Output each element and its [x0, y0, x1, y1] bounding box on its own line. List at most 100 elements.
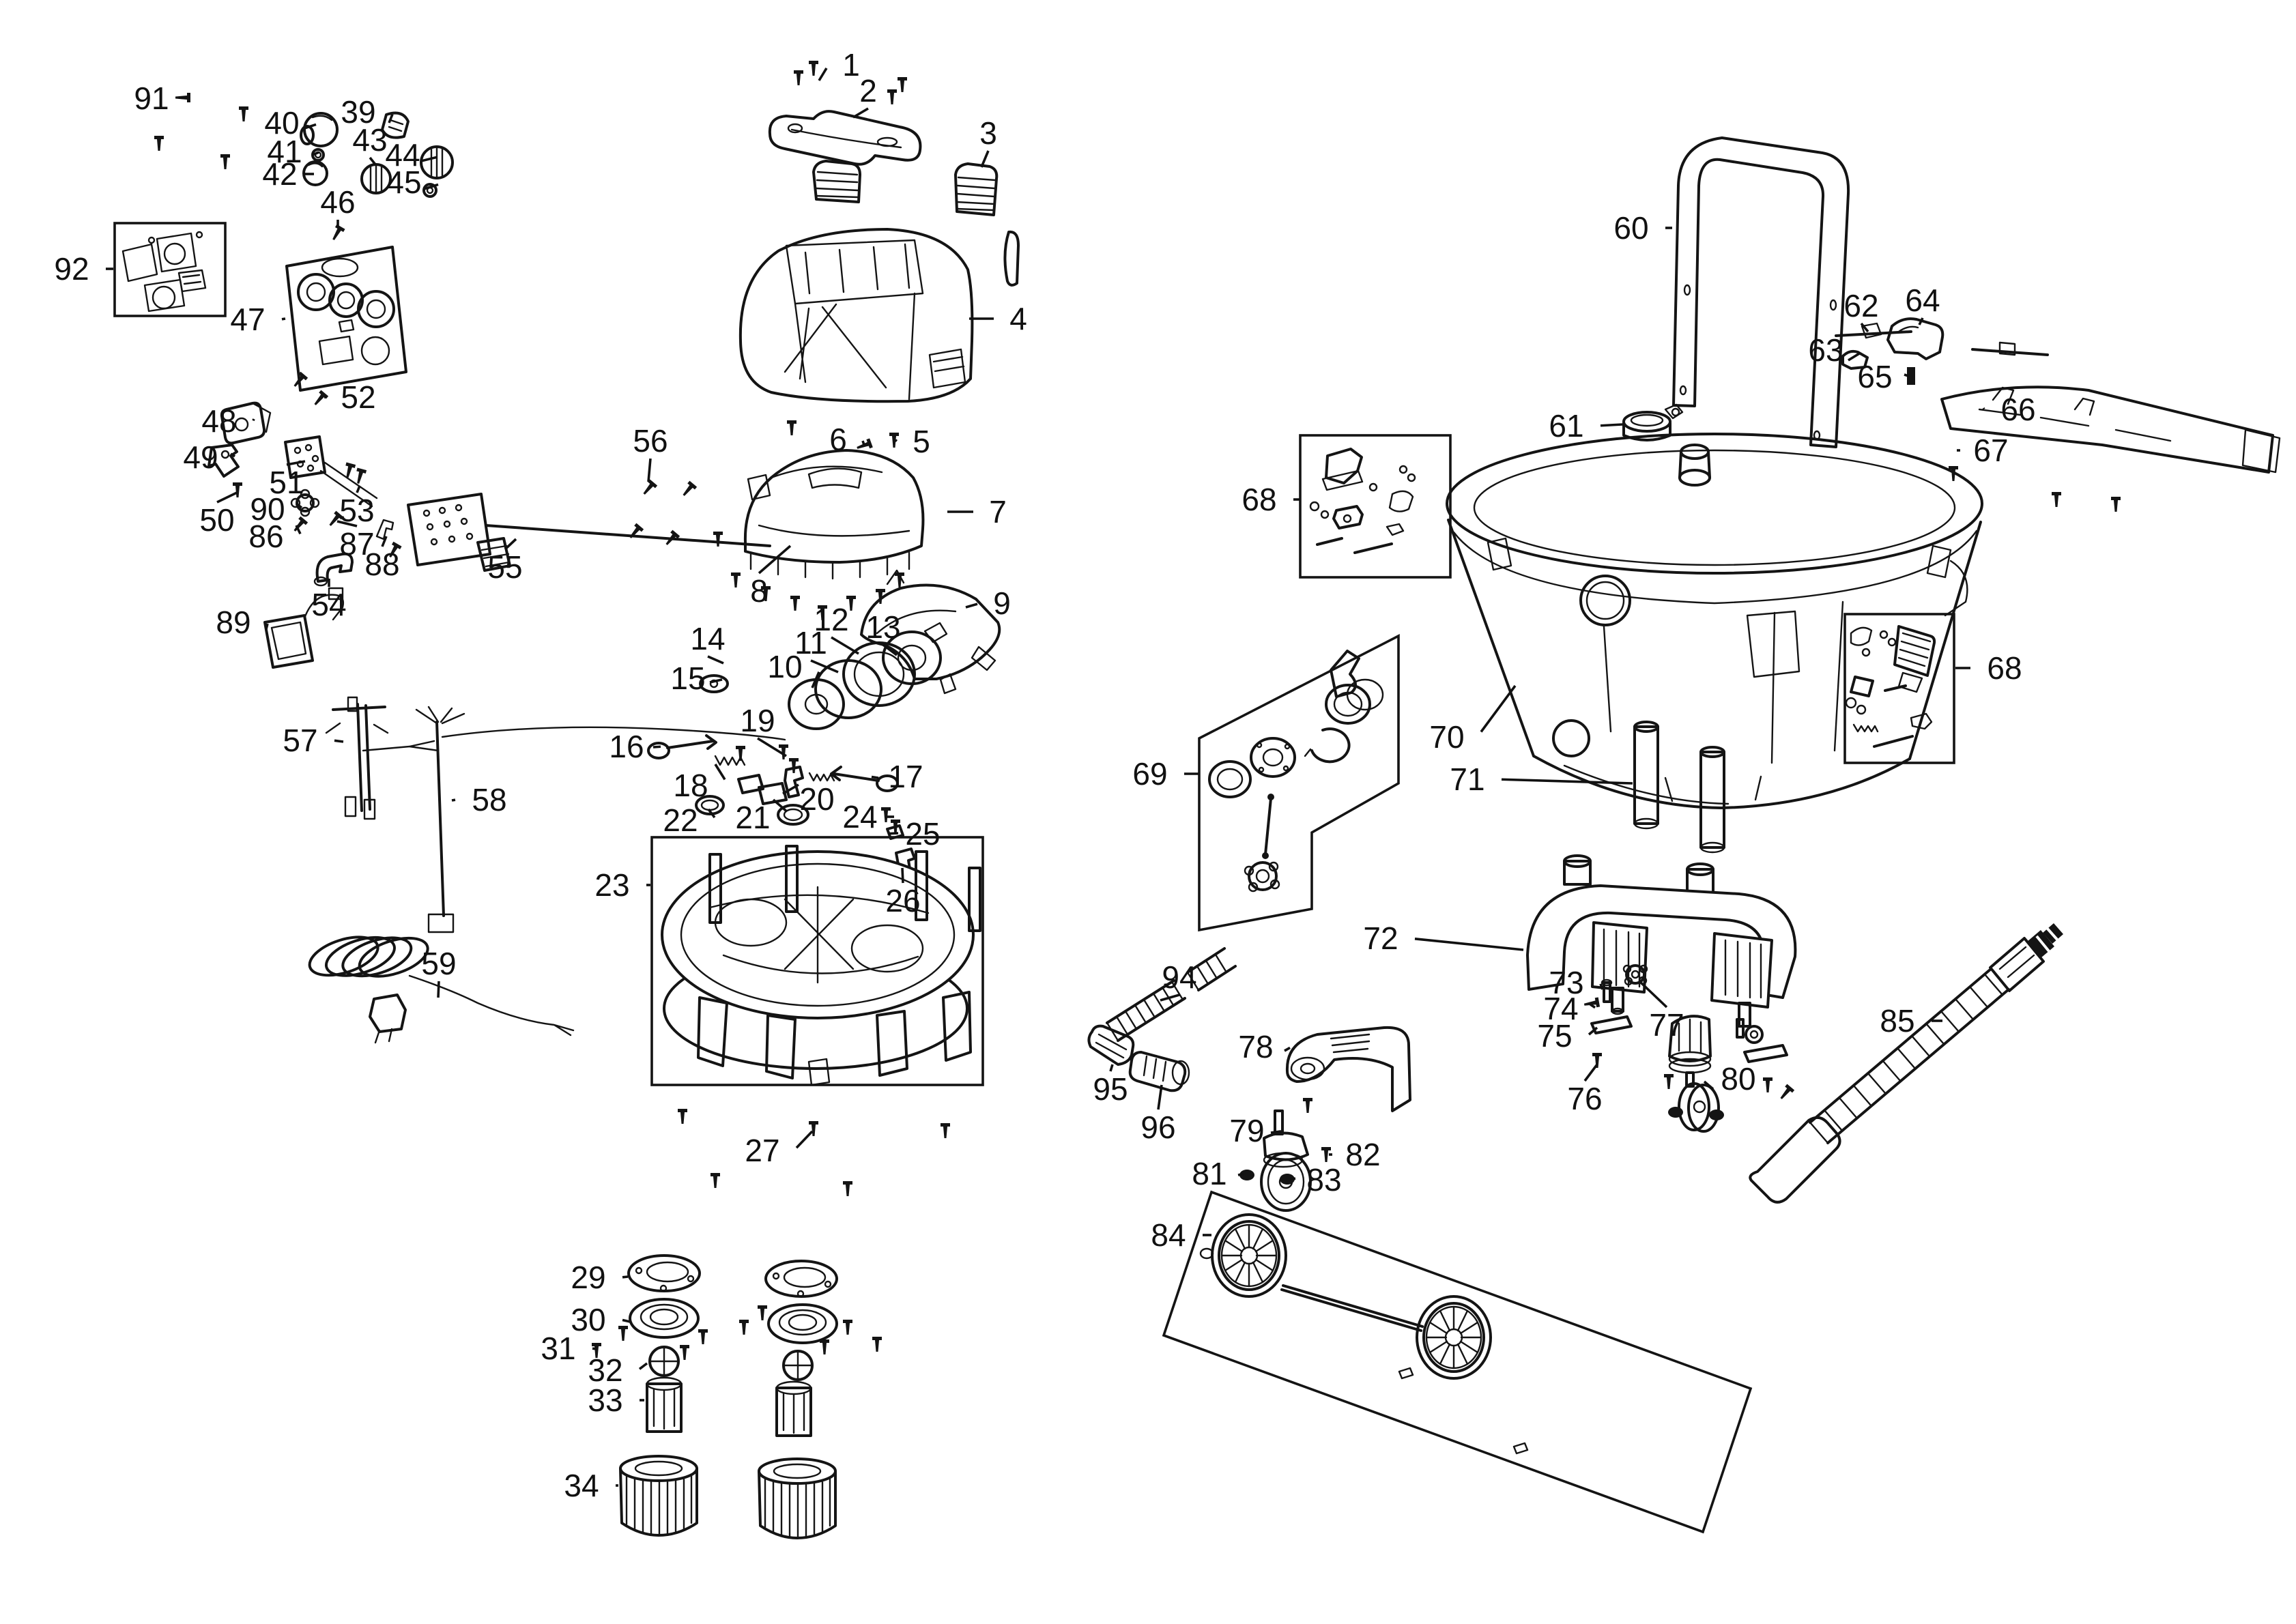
- kit-92-parts: [121, 231, 207, 313]
- leader-line: [758, 545, 792, 575]
- part-label-75: 75: [1537, 1018, 1572, 1054]
- part-label-32: 32: [588, 1352, 622, 1388]
- leader-line: [1414, 938, 1524, 951]
- leader-line: [1904, 373, 1910, 378]
- leader-line: [1588, 1026, 1598, 1036]
- caster-front: [1260, 1026, 1411, 1212]
- kit-23: [650, 836, 984, 1086]
- kit-68-left-parts: [1309, 448, 1416, 554]
- part-label-5: 5: [913, 424, 930, 459]
- leader-line: [709, 678, 723, 684]
- leader-line: [647, 458, 652, 482]
- screw-icon: [640, 479, 658, 497]
- part-label-50: 50: [199, 502, 234, 538]
- part-label-70: 70: [1429, 719, 1464, 755]
- leader-line: [1237, 1172, 1244, 1176]
- nut-icon: [1280, 1174, 1295, 1185]
- parts-artwork: [121, 110, 2281, 1539]
- leader-line: [714, 764, 726, 781]
- screw-icon: [758, 1305, 767, 1320]
- leader-line: [1599, 983, 1604, 990]
- leader-line: [1918, 317, 1924, 325]
- part-label-62: 62: [1843, 288, 1878, 323]
- top-cover: [738, 228, 974, 403]
- screw-icon: [736, 746, 745, 761]
- screw-icon: [1664, 1074, 1674, 1089]
- screw-icon: [1777, 1084, 1795, 1102]
- leader-line: [592, 1347, 597, 1350]
- part-label-61: 61: [1549, 408, 1583, 444]
- part-label-9: 9: [993, 585, 1011, 621]
- part-label-23: 23: [594, 867, 629, 903]
- filter-stack-left: [619, 1254, 701, 1537]
- leader-line: [312, 151, 319, 156]
- screw-icon: [711, 1173, 720, 1188]
- part-label-7: 7: [989, 494, 1007, 530]
- part-label-83: 83: [1306, 1162, 1341, 1198]
- leader-line: [652, 745, 661, 749]
- screw-icon: [739, 1320, 749, 1335]
- screw-icon: [790, 596, 800, 611]
- part-label-20: 20: [799, 781, 834, 817]
- leader-line: [1982, 407, 1985, 410]
- part-label-14: 14: [690, 621, 725, 656]
- screw-icon: [820, 1339, 829, 1354]
- leader-line: [295, 525, 302, 535]
- part-label-24: 24: [842, 799, 877, 835]
- part-label-29: 29: [571, 1260, 605, 1295]
- screw-icon: [881, 807, 891, 822]
- part-label-52: 52: [341, 379, 375, 415]
- part-label-51: 51: [269, 465, 304, 500]
- part-label-73: 73: [1549, 965, 1583, 1000]
- caster-support: [1526, 854, 1797, 1063]
- part-label-86: 86: [248, 519, 283, 554]
- leader-line: [420, 156, 437, 162]
- leader-line: [795, 1130, 814, 1149]
- leader-line: [707, 808, 716, 819]
- leader-line: [810, 659, 839, 673]
- part-label-39: 39: [341, 94, 375, 130]
- part-label-42: 42: [262, 156, 297, 192]
- screw-icon: [941, 1123, 950, 1138]
- part-label-8: 8: [750, 573, 768, 609]
- leader-line: [1109, 1064, 1114, 1072]
- screw-icon: [787, 420, 797, 435]
- screw-icon: [678, 1109, 687, 1124]
- part-label-84: 84: [1151, 1217, 1186, 1253]
- part-label-96: 96: [1140, 1110, 1175, 1145]
- part-label-85: 85: [1880, 1003, 1914, 1039]
- leader-line: [861, 440, 865, 446]
- part-label-81: 81: [1192, 1156, 1226, 1191]
- leader-line: [1160, 994, 1180, 1002]
- leader-line: [782, 783, 799, 795]
- caster-rear: [1668, 1015, 1720, 1133]
- leader-line: [369, 156, 377, 166]
- leader-line: [334, 739, 344, 743]
- screw-icon: [789, 758, 799, 773]
- part-label-59: 59: [421, 946, 456, 981]
- part-label-65: 65: [1857, 359, 1892, 394]
- wheel-kit: [1199, 1213, 1529, 1455]
- leader-line: [423, 183, 439, 190]
- part-label-10: 10: [767, 649, 802, 684]
- part-label-72: 72: [1363, 920, 1398, 956]
- part-label-3: 3: [979, 115, 997, 151]
- leader-line: [1284, 1046, 1291, 1052]
- leader-line: [882, 643, 898, 656]
- control-panel: [285, 246, 407, 392]
- leader-line: [286, 460, 306, 466]
- part-label-56: 56: [633, 423, 668, 459]
- screw-icon: [731, 572, 741, 588]
- leader-line: [638, 1362, 648, 1370]
- part-label-74: 74: [1543, 991, 1578, 1026]
- screw-icon: [887, 89, 897, 104]
- part-label-58: 58: [472, 782, 506, 817]
- screw-icon: [809, 61, 818, 76]
- screw-icon: [843, 1320, 852, 1335]
- part-label-79: 79: [1229, 1113, 1264, 1148]
- part-label-33: 33: [588, 1382, 622, 1418]
- top-handle: [768, 110, 922, 166]
- nut-icon: [1668, 1107, 1683, 1118]
- leader-line: [772, 798, 788, 813]
